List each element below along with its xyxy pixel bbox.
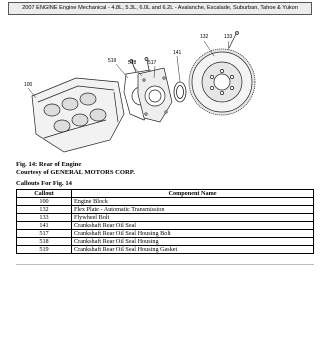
callout-label-141: 141 (173, 50, 182, 56)
figure-courtesy: Courtesy of GENERAL MOTORS CORP. (16, 169, 135, 176)
table-row: 100 Engine Block (16, 197, 314, 206)
callout-cell: 100 (16, 197, 72, 206)
seal-housing-drawing (137, 67, 173, 123)
table-row: 519 Crankshaft Rear Oil Seal Housing Gas… (16, 245, 314, 254)
callout-label-519: 519 (108, 58, 117, 64)
callout-label-133: 133 (224, 34, 233, 40)
housing-bolts-drawing (129, 31, 239, 73)
component-name-cell: Crankshaft Rear Oil Seal Housing Gasket (71, 245, 314, 254)
table-row: 133 Flywheel Bolt (16, 213, 314, 222)
component-name-cell: Crankshaft Rear Oil Seal (71, 221, 314, 230)
callout-label-517: 517 (148, 60, 157, 66)
component-name-cell: Flex Plate - Automatic Transmission (71, 205, 314, 214)
table-row: 517 Crankshaft Rear Oil Seal Housing Bol… (16, 229, 314, 238)
document-header: 2007 ENGINE Engine Mechanical - 4.8L, 5.… (8, 2, 312, 15)
leader-lines (27, 40, 230, 99)
callout-cell: 517 (16, 229, 72, 238)
callouts-table: Callout Component Name 100 Engine Block … (16, 189, 314, 254)
component-name-cell: Crankshaft Rear Oil Seal Housing Bolt (71, 229, 314, 238)
callout-cell: 132 (16, 205, 72, 214)
page-divider (16, 264, 314, 265)
engine-block-drawing (31, 77, 125, 153)
component-name-cell: Engine Block (71, 197, 314, 206)
component-name-cell: Flywheel Bolt (71, 213, 314, 222)
rear-oil-seal-drawing (173, 81, 187, 103)
callout-label-518: 518 (128, 60, 137, 66)
callout-cell: 141 (16, 221, 72, 230)
table-row: 518 Crankshaft Rear Oil Seal Housing (16, 237, 314, 246)
table-header-row: Callout Component Name (16, 189, 314, 198)
callouts-title: Callouts For Fig. 14 (16, 180, 72, 187)
callout-cell: 518 (16, 237, 72, 246)
engine-diagram: 100 132 133 141 517 518 519 (24, 31, 256, 153)
component-name-cell: Crankshaft Rear Oil Seal Housing (71, 237, 314, 246)
callout-label-100: 100 (24, 82, 33, 88)
column-header-component-name: Component Name (71, 189, 314, 198)
column-header-callout: Callout (16, 189, 72, 198)
document-title: 2007 ENGINE Engine Mechanical - 4.8L, 5.… (22, 5, 298, 11)
figure-caption: Fig. 14: Rear of Engine Courtesy of GENE… (16, 161, 135, 177)
engine-rear-illustration: 100 132 133 141 517 518 519 (14, 22, 314, 157)
figure-title: Fig. 14: Rear of Engine (16, 161, 82, 168)
callout-cell: 519 (16, 245, 72, 254)
table-row: 132 Flex Plate - Automatic Transmission (16, 205, 314, 214)
callout-label-132: 132 (200, 34, 209, 40)
table-row: 141 Crankshaft Rear Oil Seal (16, 221, 314, 230)
callout-cell: 133 (16, 213, 72, 222)
flex-plate-drawing (188, 48, 256, 116)
